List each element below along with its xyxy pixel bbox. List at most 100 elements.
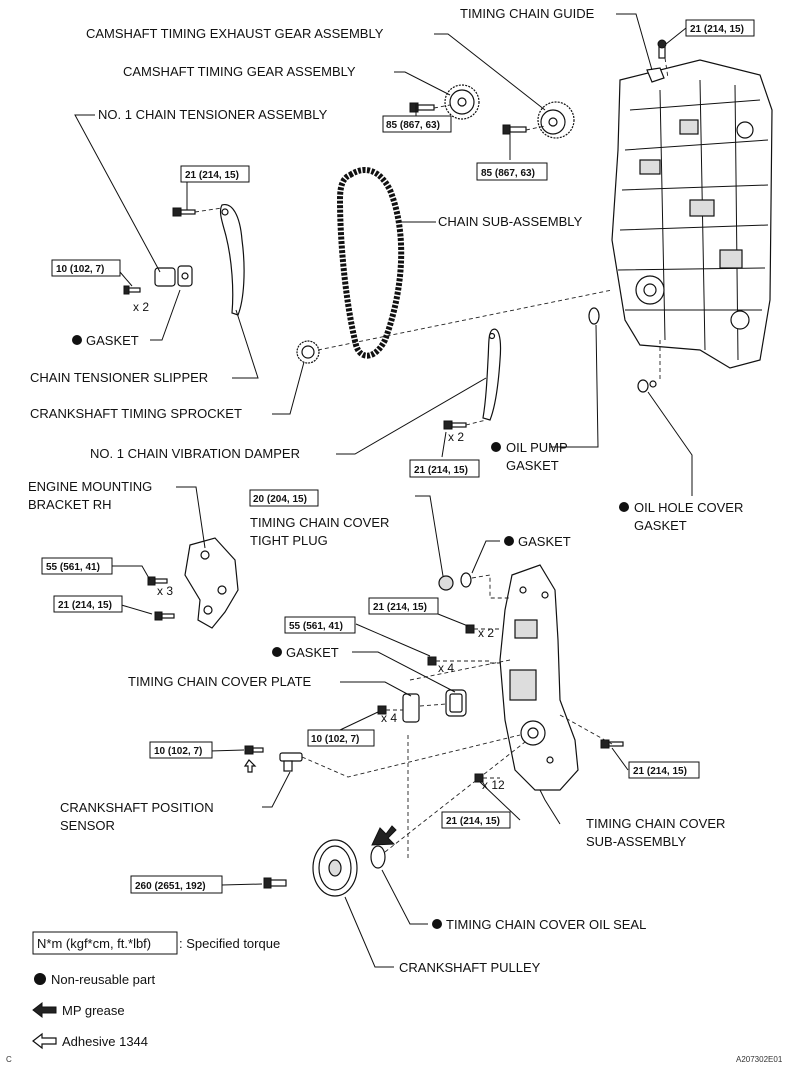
legend-non-reusable: Non-reusable part <box>51 972 155 987</box>
mp-grease-arrow-icon <box>371 825 397 846</box>
label-tight-plug-1: TIMING CHAIN COVER <box>250 515 389 530</box>
torque-box-bracket-upper: 55 (561, 41) <box>41 557 113 575</box>
torque-box-tight-plug: 20 (204, 15) <box>249 489 319 507</box>
oil-pump-gasket-part <box>588 307 600 325</box>
torque-box-exhaust-gear: 85 (867, 63) <box>476 162 548 181</box>
label-tight-plug-2: TIGHT PLUG <box>250 533 328 548</box>
svg-text:21 (214, 15): 21 (214, 15) <box>185 170 239 181</box>
chain-tensioner-slipper-part <box>219 204 245 316</box>
legend-adhesive: Adhesive 1344 <box>62 1034 148 1049</box>
label-chain-tensioner: NO. 1 CHAIN TENSIONER ASSEMBLY <box>98 107 328 122</box>
chain-tensioner-part <box>123 265 193 295</box>
torque-box-cover-mid: 55 (561, 41) <box>284 616 356 634</box>
crankshaft-pulley-part <box>263 839 386 897</box>
qty-bracket: x 3 <box>157 584 173 598</box>
svg-text:10 (102, 7): 10 (102, 7) <box>311 734 359 745</box>
non-reusable-dot-oil-hole <box>619 502 629 512</box>
qty-damper: x 2 <box>448 430 464 444</box>
tight-plug-part <box>438 572 472 591</box>
legend-torque-box <box>32 931 178 955</box>
svg-text:21 (214, 15): 21 (214, 15) <box>58 600 112 611</box>
svg-text:10 (102, 7): 10 (102, 7) <box>56 264 104 275</box>
label-oil-pump-gasket-2: GASKET <box>506 458 559 473</box>
part-labels: TIMING CHAIN GUIDE CAMSHAFT TIMING EXHAU… <box>28 6 743 975</box>
cover-plate-part <box>402 689 467 723</box>
svg-text:21 (214, 15): 21 (214, 15) <box>414 465 468 476</box>
label-gasket-tensioner: GASKET <box>86 333 139 348</box>
engine-block <box>611 59 773 369</box>
adhesive-arrow-icon <box>243 759 257 773</box>
bolt-slipper <box>172 207 196 217</box>
label-gasket-cover-plate: GASKET <box>286 645 339 660</box>
timing-chain-guide-part <box>646 39 667 83</box>
label-gasket-plug: GASKET <box>518 534 571 549</box>
label-oil-pump-gasket-1: OIL PUMP <box>506 440 568 455</box>
filled-circle-icon <box>34 973 46 985</box>
label-cover-sub-2: SUB-ASSEMBLY <box>586 834 687 849</box>
camshaft-timing-gear-part <box>409 84 480 120</box>
svg-text:260 (2651, 192): 260 (2651, 192) <box>135 881 206 892</box>
legend-torque-text: : Specified torque <box>179 936 280 951</box>
crank-position-sensor-part <box>244 745 303 772</box>
label-crank-sensor-1: CRANKSHAFT POSITION <box>60 800 214 815</box>
label-oil-hole-cover-1: OIL HOLE COVER <box>634 500 743 515</box>
torque-box-sensor: 10 (102, 7) <box>149 741 213 759</box>
label-camshaft-gear: CAMSHAFT TIMING GEAR ASSEMBLY <box>123 64 356 79</box>
non-reusable-dot-gasket-plug <box>504 536 514 546</box>
label-camshaft-exhaust-gear: CAMSHAFT TIMING EXHAUST GEAR ASSEMBLY <box>86 26 384 41</box>
label-tensioner-slipper: CHAIN TENSIONER SLIPPER <box>30 370 208 385</box>
bolts-cover <box>377 624 624 783</box>
qty-cover-plate: x 4 <box>381 711 397 725</box>
non-reusable-dot-oil-seal <box>432 919 442 929</box>
outline-arrow-icon <box>32 1032 57 1050</box>
non-reusable-dot-oil-pump <box>491 442 501 452</box>
torque-box-pulley: 260 (2651, 192) <box>130 875 223 894</box>
oil-hole-cover-gasket-part <box>637 379 657 393</box>
figure-code: A207302E01 <box>736 1055 783 1064</box>
vibration-damper-part <box>443 328 502 430</box>
label-cover-plate: TIMING CHAIN COVER PLATE <box>128 674 312 689</box>
svg-text:21 (214, 15): 21 (214, 15) <box>690 24 744 35</box>
torque-box-cover-upper: 21 (214, 15) <box>368 597 439 615</box>
camshaft-exhaust-gear-part <box>502 101 575 139</box>
qty-cover-lower: x 12 <box>482 778 505 792</box>
torque-box-bracket-lower: 21 (214, 15) <box>53 595 123 613</box>
label-cover-sub-1: TIMING CHAIN COVER <box>586 816 725 831</box>
qty-tensioner: x 2 <box>133 300 149 314</box>
svg-text:21 (214, 15): 21 (214, 15) <box>633 766 687 777</box>
solid-arrow-icon <box>32 1001 57 1019</box>
torque-specs: 21 (214, 15) 85 (867, 63) 85 (867, 63) 2… <box>41 19 755 894</box>
torque-box-guide: 21 (214, 15) <box>685 19 755 37</box>
label-crank-pulley: CRANKSHAFT PULLEY <box>399 960 541 975</box>
label-vibration-damper: NO. 1 CHAIN VIBRATION DAMPER <box>90 446 300 461</box>
torque-box-cover-plate: 10 (102, 7) <box>307 729 375 747</box>
engine-mounting-bracket-part <box>147 537 239 629</box>
torque-box-slipper: 21 (214, 15) <box>180 165 250 183</box>
svg-text:85 (867, 63): 85 (867, 63) <box>481 168 535 179</box>
alignment-lines <box>194 57 669 860</box>
svg-text:20 (204, 15): 20 (204, 15) <box>253 494 307 505</box>
crankshaft-sprocket-part <box>296 340 320 364</box>
non-reusable-dot-gasket-1 <box>72 335 82 345</box>
torque-box-cover-right: 21 (214, 15) <box>628 761 700 779</box>
svg-text:21 (214, 15): 21 (214, 15) <box>373 602 427 613</box>
svg-text:10 (102, 7): 10 (102, 7) <box>154 746 202 757</box>
label-oil-seal: TIMING CHAIN COVER OIL SEAL <box>446 917 646 932</box>
legend-torque-units: N*m (kgf*cm, ft.*lbf) <box>37 936 151 951</box>
svg-text:55 (561, 41): 55 (561, 41) <box>46 562 100 573</box>
leader-lines <box>74 13 693 968</box>
torque-box-camshaft-gear: 85 (867, 63) <box>382 115 452 133</box>
legend: N*m (kgf*cm, ft.*lbf) : Specified torque… <box>32 931 280 1050</box>
non-reusable-dot-gasket-plate <box>272 647 282 657</box>
svg-text:55 (561, 41): 55 (561, 41) <box>289 621 343 632</box>
torque-box-cover-lower: 21 (214, 15) <box>441 811 511 829</box>
qty-cover-mid: x 4 <box>438 661 454 675</box>
timing-chain-cover-part <box>499 564 579 791</box>
svg-text:21 (214, 15): 21 (214, 15) <box>446 816 500 827</box>
label-crankshaft-sprocket: CRANKSHAFT TIMING SPROCKET <box>30 406 242 421</box>
corner-mark: C <box>6 1055 12 1064</box>
legend-mp-grease: MP grease <box>62 1003 125 1018</box>
svg-text:85 (867, 63): 85 (867, 63) <box>386 120 440 131</box>
label-timing-chain-guide: TIMING CHAIN GUIDE <box>460 6 595 21</box>
